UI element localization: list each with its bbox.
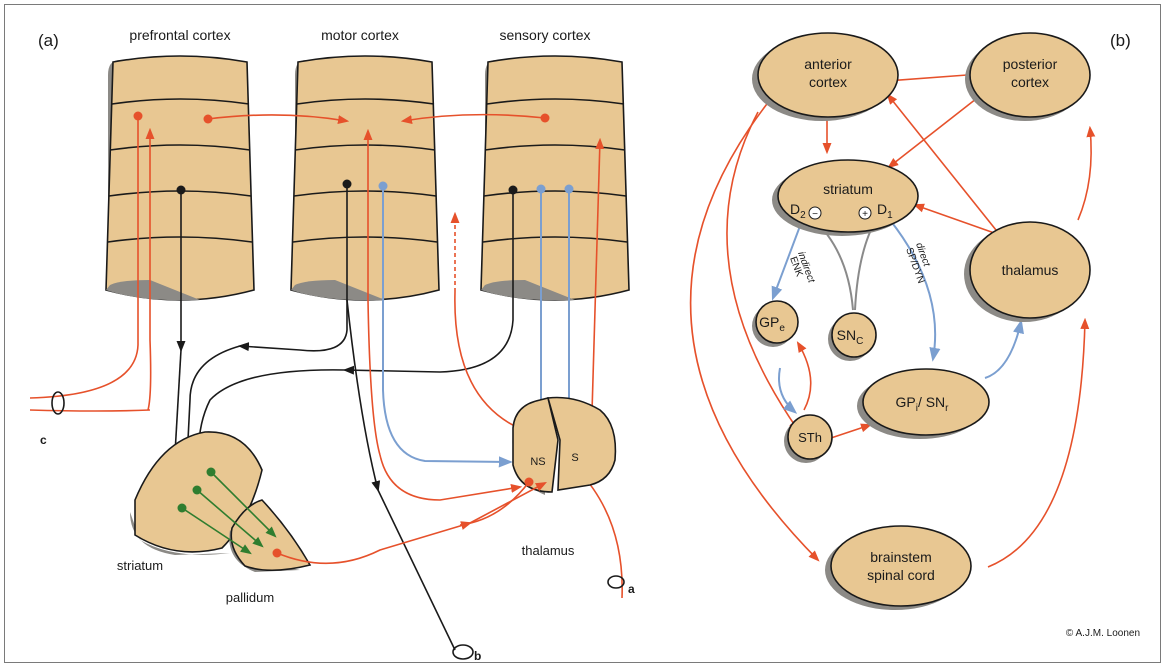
anterior-cortex-node xyxy=(752,32,899,121)
excitatory-sign-icon xyxy=(858,206,872,220)
minus-sign: − xyxy=(812,209,818,220)
anterior-cortex-label-2: cortex xyxy=(809,74,847,90)
anterior-cortex-label-1: anterior xyxy=(804,56,852,72)
motor-cortex-column xyxy=(290,55,440,301)
thalamus-label: thalamus xyxy=(522,543,575,558)
brainstem-label-1: brainstem xyxy=(870,549,931,565)
gpi-snr-node xyxy=(857,368,990,439)
snc-label: SNC xyxy=(837,327,864,347)
d1-receptor-label: D1 xyxy=(877,201,893,221)
pallidothalamic-pathway xyxy=(272,481,547,565)
motor-cortex-black-pathways xyxy=(180,179,456,651)
posterior-cortex-label-1: posterior xyxy=(1003,56,1058,72)
striatum-node-label: striatum xyxy=(823,181,873,197)
figure-frame xyxy=(4,4,1161,663)
posterior-cortex-label-2: cortex xyxy=(1011,74,1049,90)
thalamus-shape xyxy=(512,396,617,495)
thalamus-s-label: S xyxy=(571,452,578,464)
gpi-snr-label: GPi/ SNr xyxy=(895,394,949,414)
d2-receptor-label: D2 xyxy=(790,201,806,221)
loop-a-label: a xyxy=(628,582,635,596)
loop-b-label: b xyxy=(474,649,481,663)
sensory-cortex-label: sensory cortex xyxy=(499,27,590,43)
copyright-text: © A.J.M. Loonen xyxy=(1066,628,1140,639)
loop-b-ring xyxy=(452,644,474,660)
prefrontal-cortex-column xyxy=(105,55,255,301)
gpe-node xyxy=(752,300,799,347)
blue-thalamocortical-lines xyxy=(378,181,575,468)
sth-label: STh xyxy=(798,430,822,445)
loop-c-fibers xyxy=(29,111,155,415)
brainstem-node xyxy=(825,525,972,610)
thalamus-node-label: thalamus xyxy=(1002,262,1059,278)
motor-cortex-label: motor cortex xyxy=(321,27,399,43)
gpe-label: GPe xyxy=(759,314,785,334)
plus-sign: + xyxy=(862,209,868,220)
striatopallidal-arrows xyxy=(177,467,277,555)
prefrontal-cortex-label: prefrontal cortex xyxy=(129,27,230,43)
panel-b-label: (b) xyxy=(1110,31,1131,50)
thalamus-to-pallidum-link xyxy=(459,481,530,526)
inhibitory-sign-icon xyxy=(808,206,822,220)
striatum-node xyxy=(772,159,919,236)
sensory-cortex-column xyxy=(480,55,630,301)
striatum-label: striatum xyxy=(117,558,163,573)
panel-a-label: (a) xyxy=(38,31,59,50)
loop-c-label: c xyxy=(40,433,47,447)
snc-node xyxy=(828,312,877,361)
pallidum-label: pallidum xyxy=(226,590,274,605)
sth-node xyxy=(784,414,833,463)
thalamus-ns-label: NS xyxy=(530,456,545,468)
brainstem-label-2: spinal cord xyxy=(867,567,935,583)
thalamus-node xyxy=(964,221,1091,322)
posterior-cortex-node xyxy=(965,32,1091,121)
corticocortical-arrows xyxy=(203,113,550,124)
